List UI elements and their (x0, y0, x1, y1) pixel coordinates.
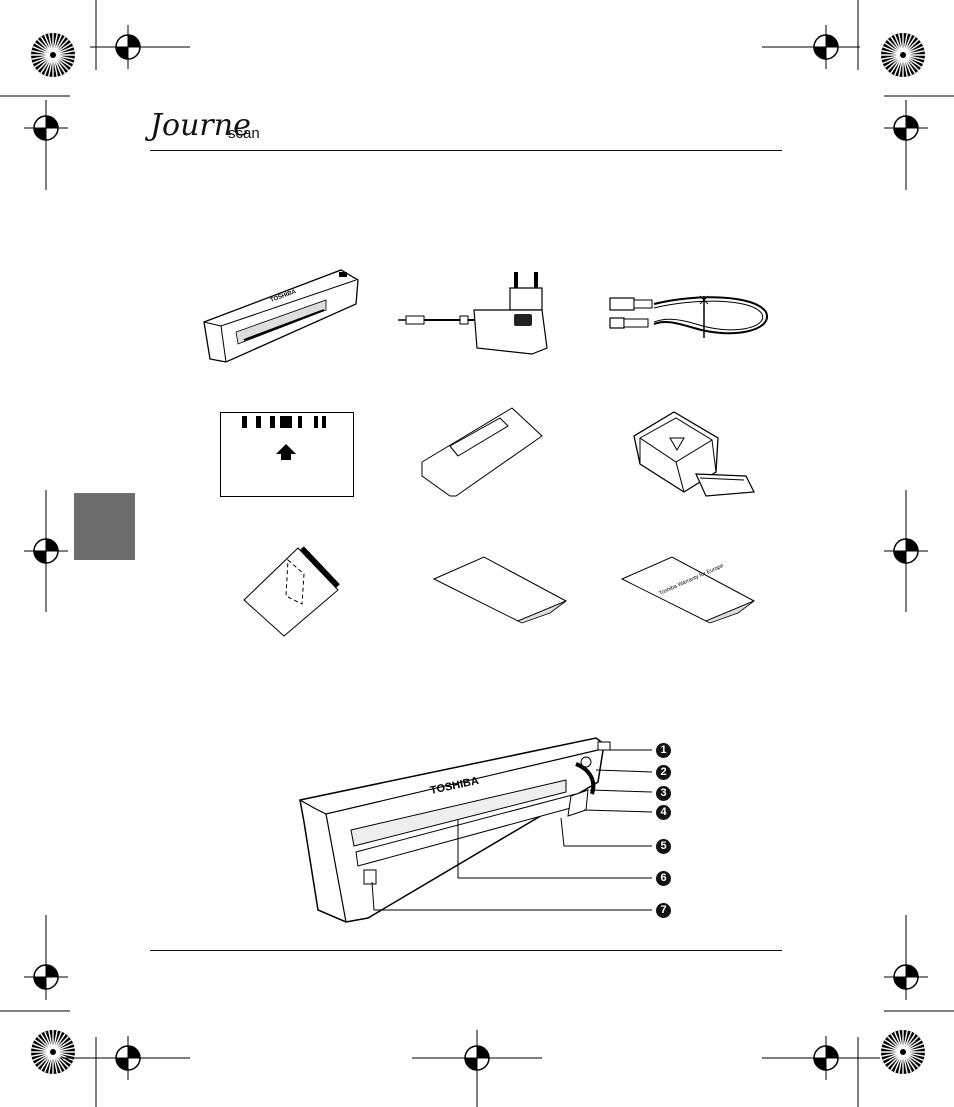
brand-sub-logo: scan (228, 125, 260, 142)
scanner-detail-illustration: TOSHIBA (296, 730, 676, 926)
callout-5: 5 (656, 839, 671, 854)
warranty-leaflet-illustration: Toshiba Warranty for Europe (620, 555, 760, 625)
cleaning-cloth-illustration (240, 544, 340, 638)
header-rule (150, 150, 782, 151)
usb-cable-illustration (604, 290, 774, 350)
callout-4: 4 (656, 805, 671, 820)
wifi-card-adapter-illustration (626, 408, 771, 500)
callout-1: 1 (656, 743, 671, 758)
callout-6: 6 (656, 871, 671, 886)
callout-7: 7 (656, 903, 671, 918)
calibration-sheet-illustration (220, 412, 355, 498)
callout-3: 3 (656, 786, 671, 801)
power-adapter-illustration (392, 268, 562, 358)
scanner-illustration: TOSHIBA (196, 262, 366, 372)
quick-start-leaflet-illustration (432, 555, 572, 625)
callout-2: 2 (656, 765, 671, 780)
chapter-side-tab (74, 493, 135, 560)
protective-sleeve-illustration (420, 406, 545, 498)
footer-rule (150, 950, 782, 951)
